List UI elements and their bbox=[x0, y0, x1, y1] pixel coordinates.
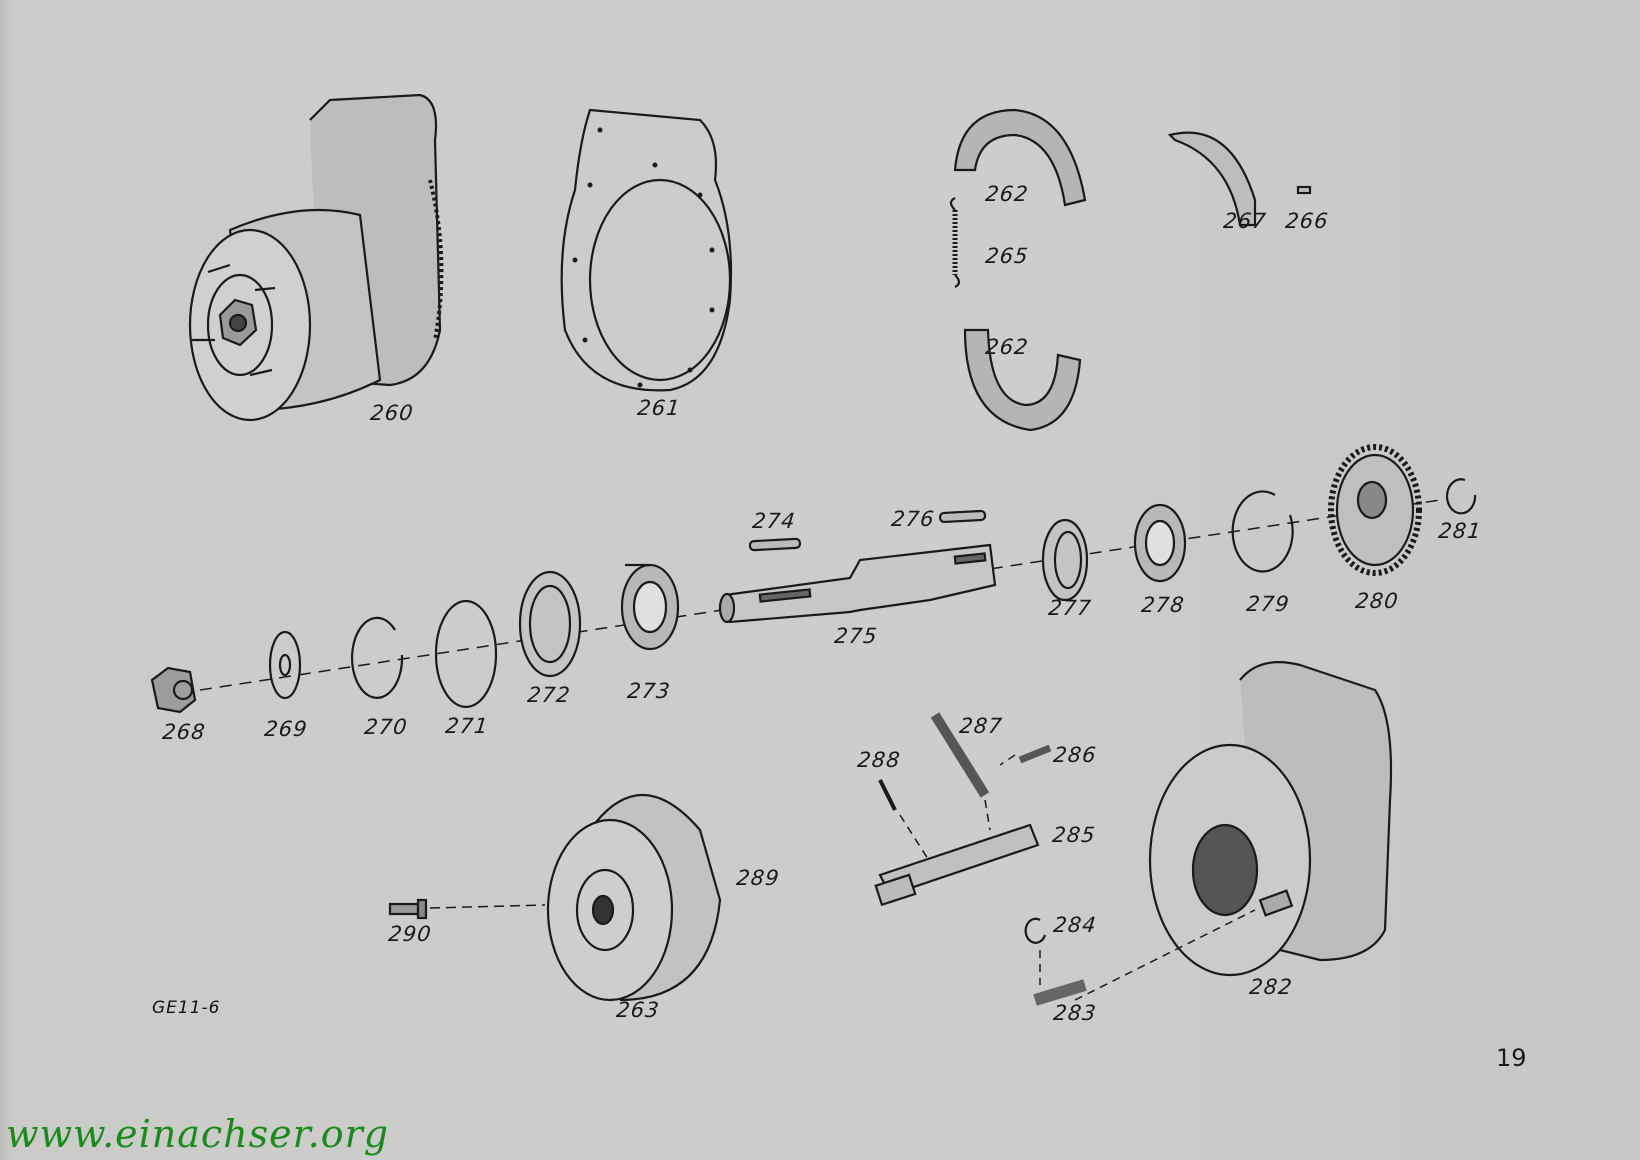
part-287-pin bbox=[930, 712, 990, 798]
part-283-guide-line bbox=[1039, 909, 1256, 1001]
drawing-code: GE11-6 bbox=[152, 998, 221, 1018]
label-267: 267 bbox=[1222, 209, 1268, 233]
part-283-pin bbox=[1033, 979, 1087, 1006]
label-261: 261 bbox=[636, 396, 682, 420]
label-265: 265 bbox=[984, 244, 1030, 268]
part-280-gear bbox=[1328, 444, 1422, 576]
part-285-shaft-lever bbox=[874, 823, 1040, 907]
label-266: 266 bbox=[1284, 209, 1330, 233]
part-262-brake-shoe-upper bbox=[953, 108, 1087, 207]
part-284-circlip bbox=[1024, 917, 1047, 944]
part-269-washer bbox=[268, 630, 302, 700]
part-274-key bbox=[748, 537, 802, 552]
label-280: 280 bbox=[1354, 589, 1400, 613]
label-262-lower: 262 bbox=[984, 335, 1030, 359]
part-261-gasket bbox=[560, 108, 733, 392]
label-271: 271 bbox=[444, 714, 490, 738]
part-285-guide-lines bbox=[899, 754, 1016, 871]
label-282: 282 bbox=[1248, 975, 1294, 999]
label-275: 275 bbox=[833, 624, 879, 648]
label-286: 286 bbox=[1052, 743, 1098, 767]
part-281-circlip bbox=[1446, 478, 1477, 515]
label-285: 285 bbox=[1051, 823, 1097, 847]
label-288: 288 bbox=[856, 748, 902, 772]
label-270: 270 bbox=[363, 715, 409, 739]
page-number: 19 bbox=[1496, 1044, 1527, 1072]
part-270-circlip bbox=[350, 616, 404, 699]
label-284: 284 bbox=[1052, 913, 1098, 937]
part-271-shim-ring bbox=[434, 599, 498, 709]
part-267-brake-lining bbox=[1167, 131, 1257, 227]
label-268: 268 bbox=[161, 720, 207, 744]
part-260-hub-drum bbox=[188, 93, 444, 422]
part-275-shaft bbox=[718, 543, 997, 624]
part-288-cotter-pin bbox=[878, 779, 897, 811]
part-279-circlip bbox=[1231, 490, 1294, 573]
label-287: 287 bbox=[958, 714, 1004, 738]
part-263-brake-drum bbox=[546, 794, 722, 1002]
label-273: 273 bbox=[626, 679, 672, 703]
part-277-seal bbox=[1041, 518, 1089, 602]
label-289: 289 bbox=[735, 866, 781, 890]
label-279: 279 bbox=[1245, 592, 1291, 616]
label-269: 269 bbox=[263, 717, 309, 741]
part-282-housing bbox=[1148, 661, 1393, 977]
label-263: 263 bbox=[615, 998, 661, 1022]
label-274: 274 bbox=[751, 509, 797, 533]
label-276: 276 bbox=[890, 507, 936, 531]
label-283: 283 bbox=[1052, 1001, 1098, 1025]
part-273-bearing bbox=[620, 563, 680, 651]
label-281: 281 bbox=[1437, 519, 1483, 543]
part-286-pin bbox=[1018, 744, 1052, 764]
part-265-spring bbox=[949, 197, 961, 288]
label-262-upper: 262 bbox=[984, 182, 1030, 206]
label-290: 290 bbox=[387, 922, 433, 946]
part-278-bearing bbox=[1133, 503, 1187, 583]
label-272: 272 bbox=[526, 683, 572, 707]
part-276-key bbox=[938, 509, 987, 524]
website-watermark: www.einachser.org bbox=[6, 1112, 390, 1156]
part-272-seal bbox=[518, 570, 582, 678]
label-278: 278 bbox=[1140, 593, 1186, 617]
label-277: 277 bbox=[1047, 596, 1093, 620]
label-260: 260 bbox=[369, 401, 415, 425]
part-290-guide-line bbox=[429, 904, 546, 909]
part-268-nut bbox=[150, 666, 197, 714]
part-290-bolt bbox=[388, 898, 428, 920]
part-262-brake-shoe-lower bbox=[963, 328, 1082, 432]
part-266-rivet bbox=[1296, 185, 1312, 195]
